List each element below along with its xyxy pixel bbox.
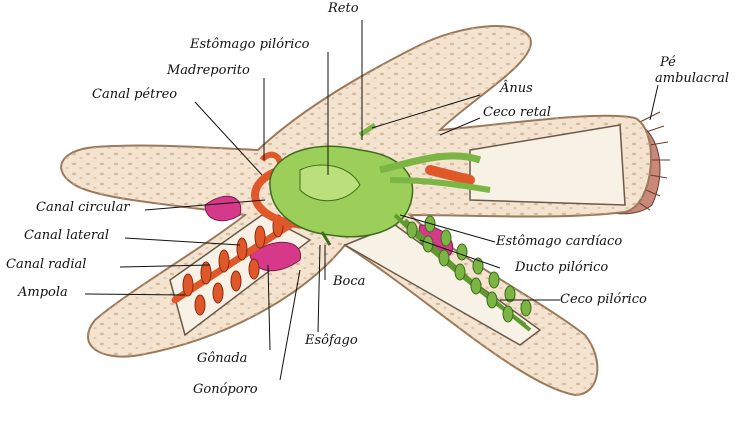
label-ceco-retal: Ceco retal	[483, 105, 551, 120]
label-canal-radial: Canal radial	[6, 257, 87, 272]
label-canal-circular: Canal circular	[36, 200, 130, 215]
label-estomago-pilorico: Estômago pilórico	[190, 37, 310, 52]
label-ceco-pilorico: Ceco pilórico	[560, 292, 647, 307]
label-pe: Pé	[660, 55, 676, 70]
label-anus: Ânus	[500, 81, 533, 96]
label-gonoporo: Gonóporo	[193, 382, 258, 397]
digestive-system	[269, 122, 532, 332]
label-canal-lateral: Canal lateral	[24, 228, 110, 243]
label-ambulacral: ambulacral	[655, 71, 730, 86]
label-ducto-pilorico: Ducto pilórico	[515, 260, 609, 275]
label-estomago-cardiaco: Estômago cardíaco	[496, 234, 623, 249]
label-esofago: Esôfago	[305, 333, 358, 348]
leader-lines	[84, 20, 659, 381]
label-reto: Reto	[328, 1, 359, 16]
label-madreporito: Madreporito	[167, 63, 250, 78]
label-canal-petreo: Canal pétreo	[92, 87, 178, 102]
label-boca: Boca	[333, 274, 366, 289]
label-gonada: Gônada	[197, 351, 248, 366]
label-ampola: Ampola	[18, 285, 68, 300]
